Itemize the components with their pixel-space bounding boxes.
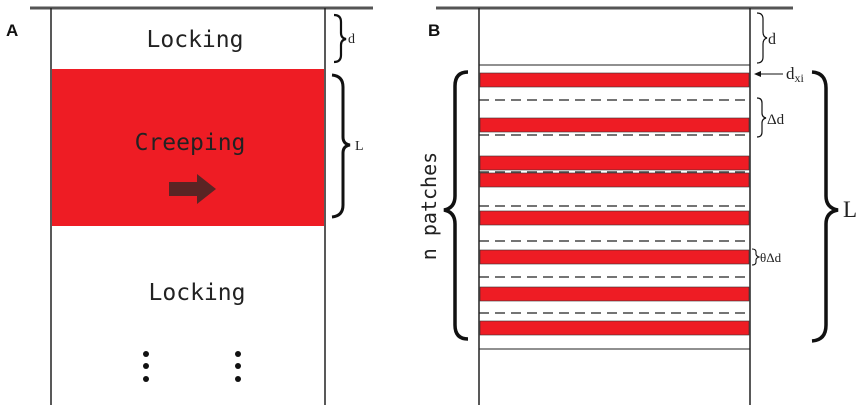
depth-d-label: d	[348, 32, 355, 47]
patch-3	[479, 155, 750, 171]
n-patches-label: n patches	[417, 152, 441, 260]
length-l-label: L	[355, 139, 364, 154]
patch-stack	[479, 72, 750, 336]
patch-1	[479, 72, 750, 88]
dxi-label-subscript: xi	[795, 71, 805, 85]
panel-b: B d	[417, 6, 857, 405]
length-l-label: L	[843, 197, 857, 222]
creeping-zone	[52, 69, 324, 226]
patch-separators	[479, 99, 750, 314]
top-locking-label: Locking	[147, 27, 244, 53]
patch-6	[479, 249, 750, 265]
panel-a-label: A	[6, 21, 18, 40]
patch-width-brace-icon	[751, 248, 761, 266]
length-brace-icon	[811, 70, 839, 343]
depth-brace-icon	[333, 13, 347, 64]
bottom-locking-label: Locking	[149, 280, 246, 306]
patch-7	[479, 286, 750, 302]
depth-brace-icon	[756, 12, 768, 64]
creeping-label: Creeping	[135, 130, 246, 156]
dxi-arrow-icon	[754, 71, 761, 77]
dxi-label: dxi	[786, 64, 805, 85]
patch-2	[479, 117, 750, 133]
patch-spacing-brace-icon	[756, 97, 767, 138]
theta-delta-d-label: θΔd	[760, 250, 782, 265]
continuation-dots-icon	[143, 351, 241, 382]
patch-5	[479, 210, 750, 226]
length-brace-icon	[331, 73, 351, 219]
panel-b-label: B	[428, 21, 440, 40]
depth-d-label: d	[768, 31, 776, 48]
delta-d-label: Δd	[767, 112, 785, 128]
patch-count-brace-icon	[443, 70, 469, 341]
patch-8	[479, 320, 750, 336]
dxi-label-main: d	[786, 64, 795, 83]
panel-a: A Locking Creeping Locking d L	[6, 6, 373, 405]
patch-4	[479, 172, 750, 188]
slip-arrow-icon	[169, 174, 216, 204]
